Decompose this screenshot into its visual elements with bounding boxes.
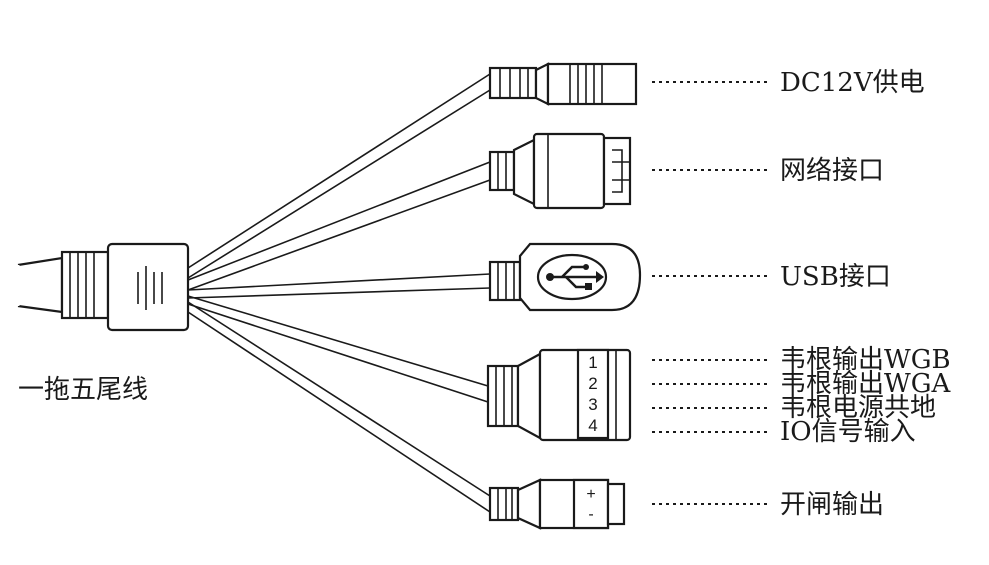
label-relay-output: 开闸输出: [780, 490, 884, 520]
relay-minus: -: [588, 506, 593, 523]
network-connector: [488, 132, 632, 210]
splitter-body: [106, 242, 190, 332]
relay-connector: + -: [488, 478, 626, 530]
branch-wires: [187, 73, 491, 513]
terminal-pin-2: 2: [588, 374, 597, 393]
label-wiegand-wga: 韦根输出WGA: [780, 369, 951, 399]
cable-label: 一拖五尾线: [18, 375, 148, 405]
dc-power-connector: [488, 62, 638, 106]
terminal-connector: 1 2 3 4: [486, 348, 632, 442]
label-dc-power: DC12V供电: [780, 68, 925, 98]
usb-icon: [546, 264, 604, 290]
label-io-input: IO信号输入: [780, 417, 916, 447]
relay-plus: +: [586, 486, 595, 503]
label-usb: USB接口: [780, 262, 891, 292]
label-network: 网络接口: [780, 156, 884, 186]
terminal-pin-1: 1: [588, 353, 597, 372]
terminal-pin-3: 3: [588, 395, 597, 414]
main-boot: [60, 250, 110, 320]
terminal-pin-4: 4: [588, 416, 597, 435]
label-wiegand-wgb: 韦根输出WGB: [780, 345, 951, 375]
main-cable: [16, 256, 64, 314]
label-wiegand-ground: 韦根电源共地: [780, 393, 936, 423]
leader-lines: [652, 81, 770, 505]
usb-connector: [488, 242, 642, 312]
